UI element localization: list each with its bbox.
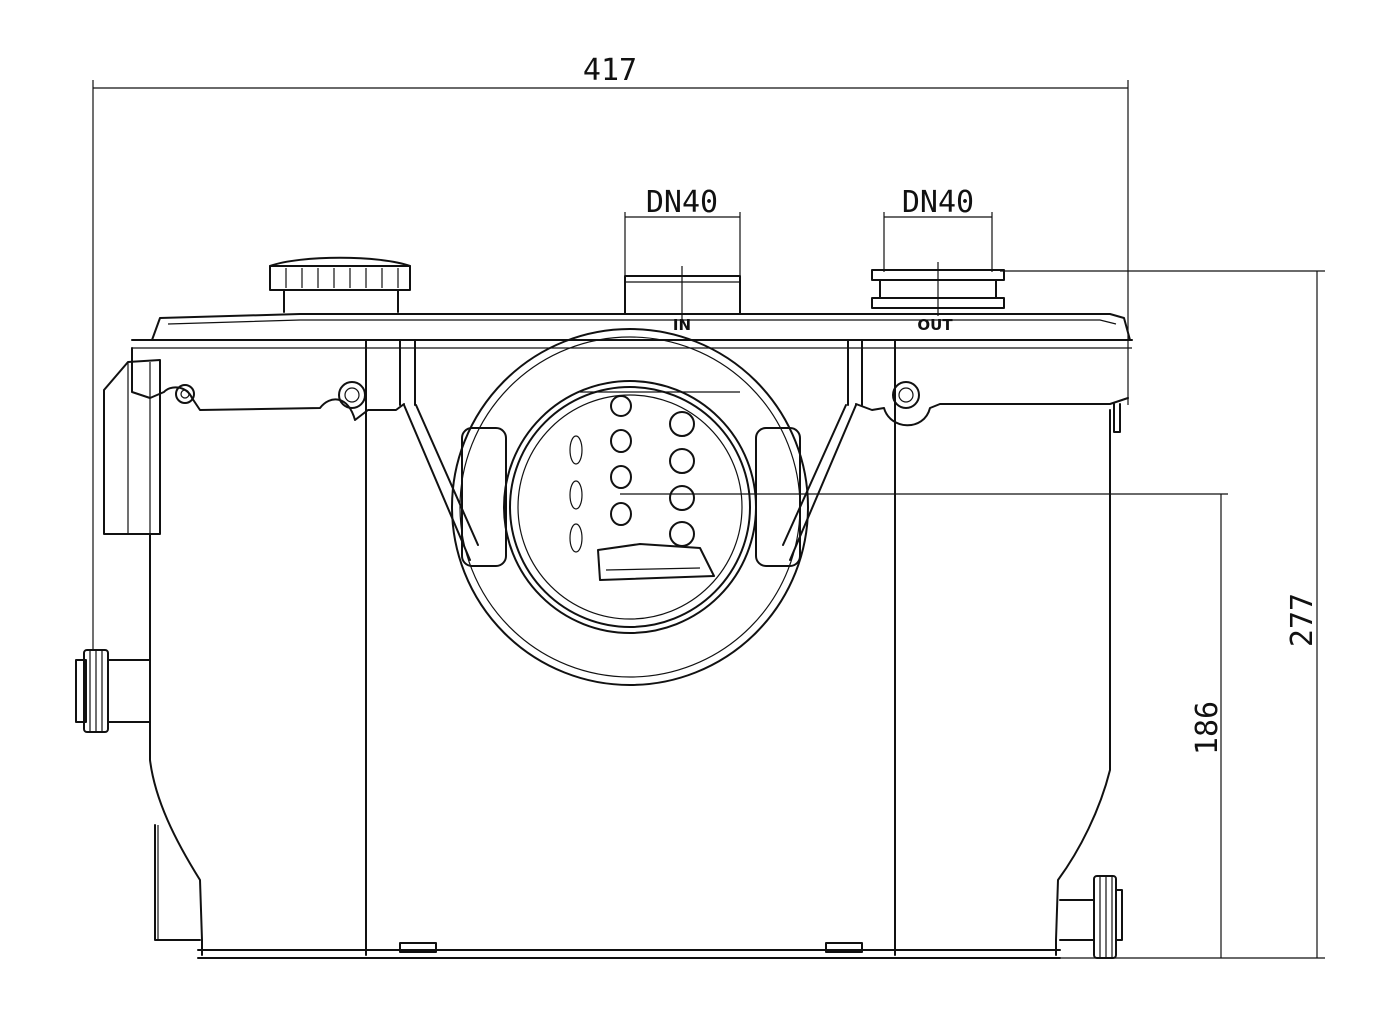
height-dimension: 277 — [1000, 270, 1325, 959]
outlet-marking: OUT — [917, 316, 953, 334]
outlet-diameter-label: DN40 — [902, 185, 974, 220]
pump-body — [75, 313, 1133, 959]
vent-cap — [269, 256, 411, 313]
inlet-height-label: 186 — [1190, 701, 1225, 755]
top-inlet-port: IN — [624, 266, 741, 334]
inlet-diameter-dimension: DN40 — [624, 185, 741, 280]
strainer-basket — [569, 391, 740, 581]
inlet-diameter-label: DN40 — [646, 185, 718, 220]
outlet-diameter-dimension: DN40 — [883, 185, 993, 272]
height-dimension-label: 277 — [1285, 593, 1320, 647]
inlet-marking: IN — [673, 316, 691, 334]
top-outlet-port: OUT — [871, 262, 1005, 334]
width-dimension: 417 — [92, 53, 1129, 650]
inlet-height-dimension: 186 — [620, 493, 1228, 958]
main-inlet-port — [451, 328, 809, 686]
width-dimension-label: 417 — [583, 53, 637, 88]
